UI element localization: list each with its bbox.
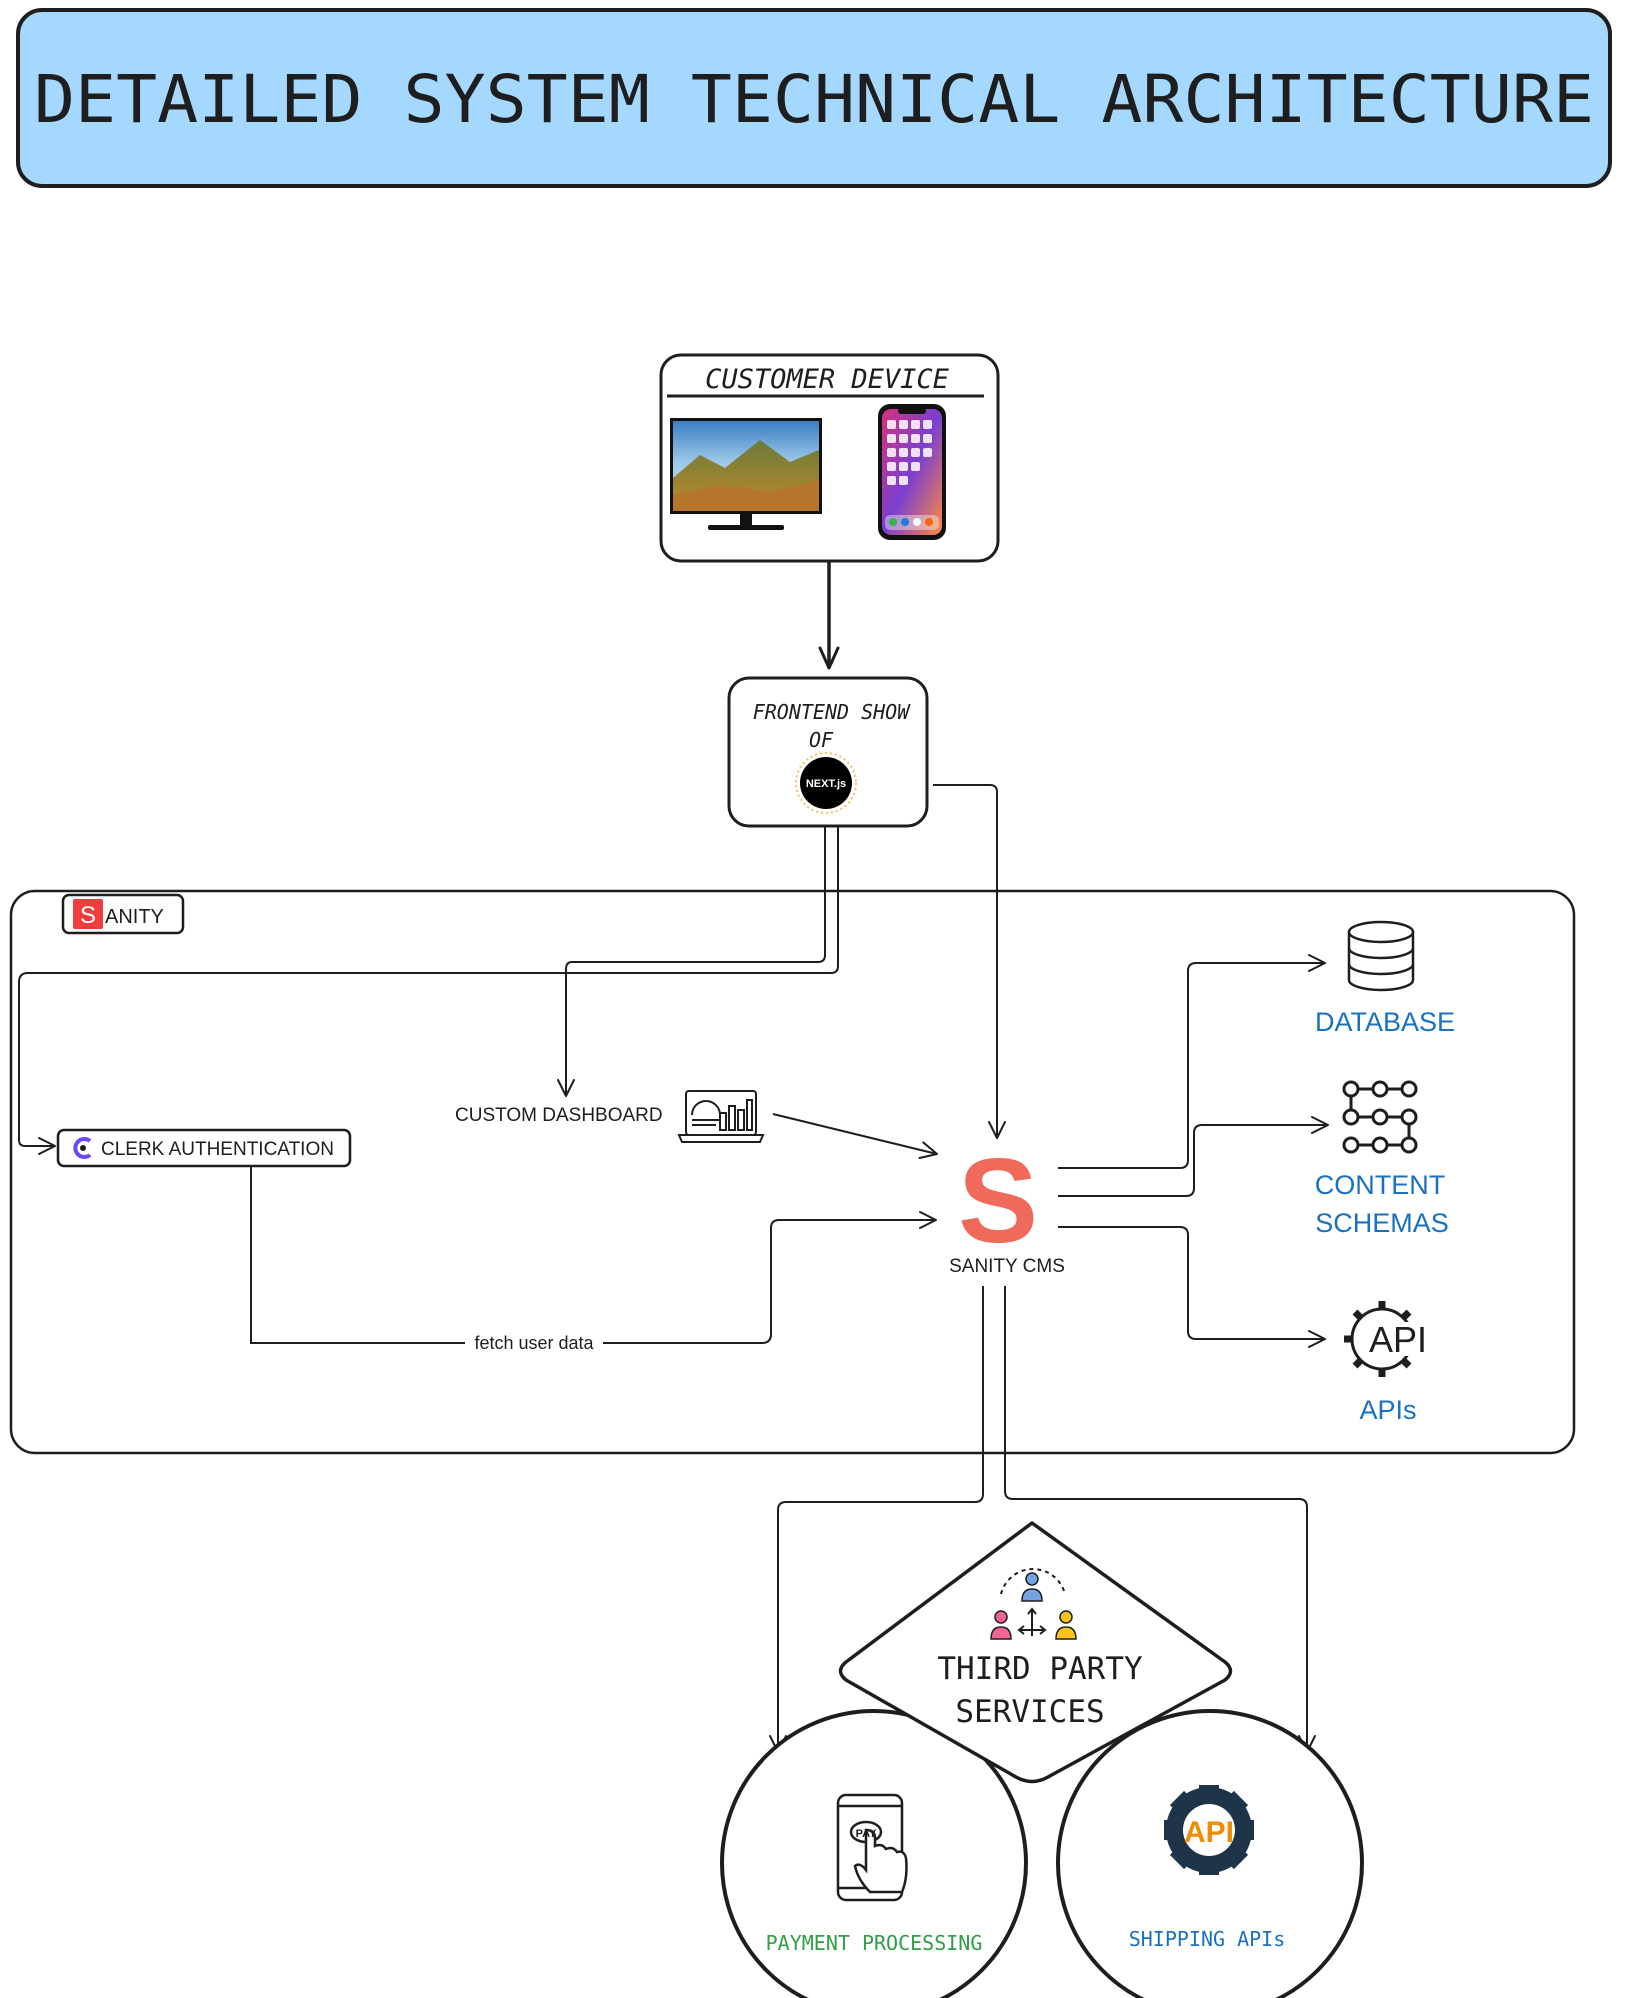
sanity-group-container	[9, 889, 1576, 1455]
apis-node: API APIs	[1344, 1301, 1427, 1425]
people-network-icon	[990, 1568, 1077, 1640]
payment-processing-label: PAYMENT PROCESSING	[766, 1931, 983, 1955]
content-schemas-label-line2: SCHEMAS	[1315, 1208, 1449, 1238]
apis-label: APIs	[1359, 1395, 1416, 1425]
laptop-chart-icon	[677, 1090, 765, 1143]
custom-dashboard-node: CUSTOM DASHBOARD	[455, 1090, 765, 1143]
sanity-badge-text: ANITY	[105, 906, 164, 928]
nextjs-logo-icon: NEXT.js	[795, 752, 857, 814]
sanity-badge-letter: S	[80, 902, 96, 929]
custom-dashboard-label: CUSTOM DASHBOARD	[455, 1105, 663, 1126]
frontend-box: FRONTEND SHOW OF NEXT.js	[727, 676, 929, 828]
sanity-cms-node: S SANITY CMS	[949, 1134, 1065, 1277]
payment-pay-text: PAY	[856, 1828, 877, 1840]
sanity-badge: S ANITY	[61, 893, 185, 935]
shipping-apis-label: SHIPPING APIs	[1129, 1927, 1286, 1951]
clerk-label: CLERK AUTHENTICATION	[101, 1139, 334, 1160]
smartphone-icon	[878, 404, 946, 540]
monitor-icon	[670, 418, 822, 530]
shipping-api-gear-icon	[1164, 1785, 1254, 1875]
sanity-cms-logo-icon: S	[958, 1134, 1038, 1268]
payment-phone-icon	[836, 1793, 908, 1902]
content-schemas-node: CONTENT SCHEMAS	[1315, 1080, 1449, 1238]
shipping-api-gear-text: API	[1184, 1816, 1234, 1849]
api-gear-icon: API	[1344, 1301, 1427, 1377]
customer-device-box: CUSTOMER DEVICE	[659, 353, 1000, 563]
title-banner: DETAILED SYSTEM TECHNICAL ARCHITECTURE	[16, 8, 1612, 188]
api-gear-text: API	[1369, 1319, 1427, 1360]
content-schemas-label-line1: CONTENT	[1315, 1170, 1446, 1200]
database-node: DATABASE	[1315, 920, 1455, 1037]
connector-lines	[18, 784, 1329, 1753]
clerk-authentication-box: CLERK AUTHENTICATION	[56, 1128, 352, 1168]
diagram-title: DETAILED SYSTEM TECHNICAL ARCHITECTURE	[34, 61, 1594, 138]
database-icon	[1347, 920, 1415, 992]
frontend-label-line2: OF	[809, 728, 834, 752]
fetch-user-data-label: fetch user data	[474, 1333, 594, 1353]
frontend-label-line1: FRONTEND SHOW	[753, 700, 911, 724]
clerk-logo-icon	[73, 1137, 92, 1159]
third-party-services-node: THIRD PARTY SERVICES	[838, 1521, 1233, 1784]
third-party-label-line1: THIRD PARTY	[937, 1651, 1143, 1687]
shipping-apis-node: API SHIPPING APIs	[1056, 1709, 1364, 1998]
sanity-cms-label: SANITY CMS	[949, 1256, 1065, 1277]
payment-processing-node: PAY PAYMENT PROCESSING	[720, 1709, 1028, 1998]
database-label: DATABASE	[1315, 1007, 1455, 1037]
third-party-label-line2: SERVICES	[955, 1694, 1104, 1730]
schema-nodes-icon	[1342, 1080, 1418, 1154]
svg-text:NEXT.js: NEXT.js	[806, 778, 846, 790]
customer-device-label: CUSTOMER DEVICE	[705, 364, 950, 395]
